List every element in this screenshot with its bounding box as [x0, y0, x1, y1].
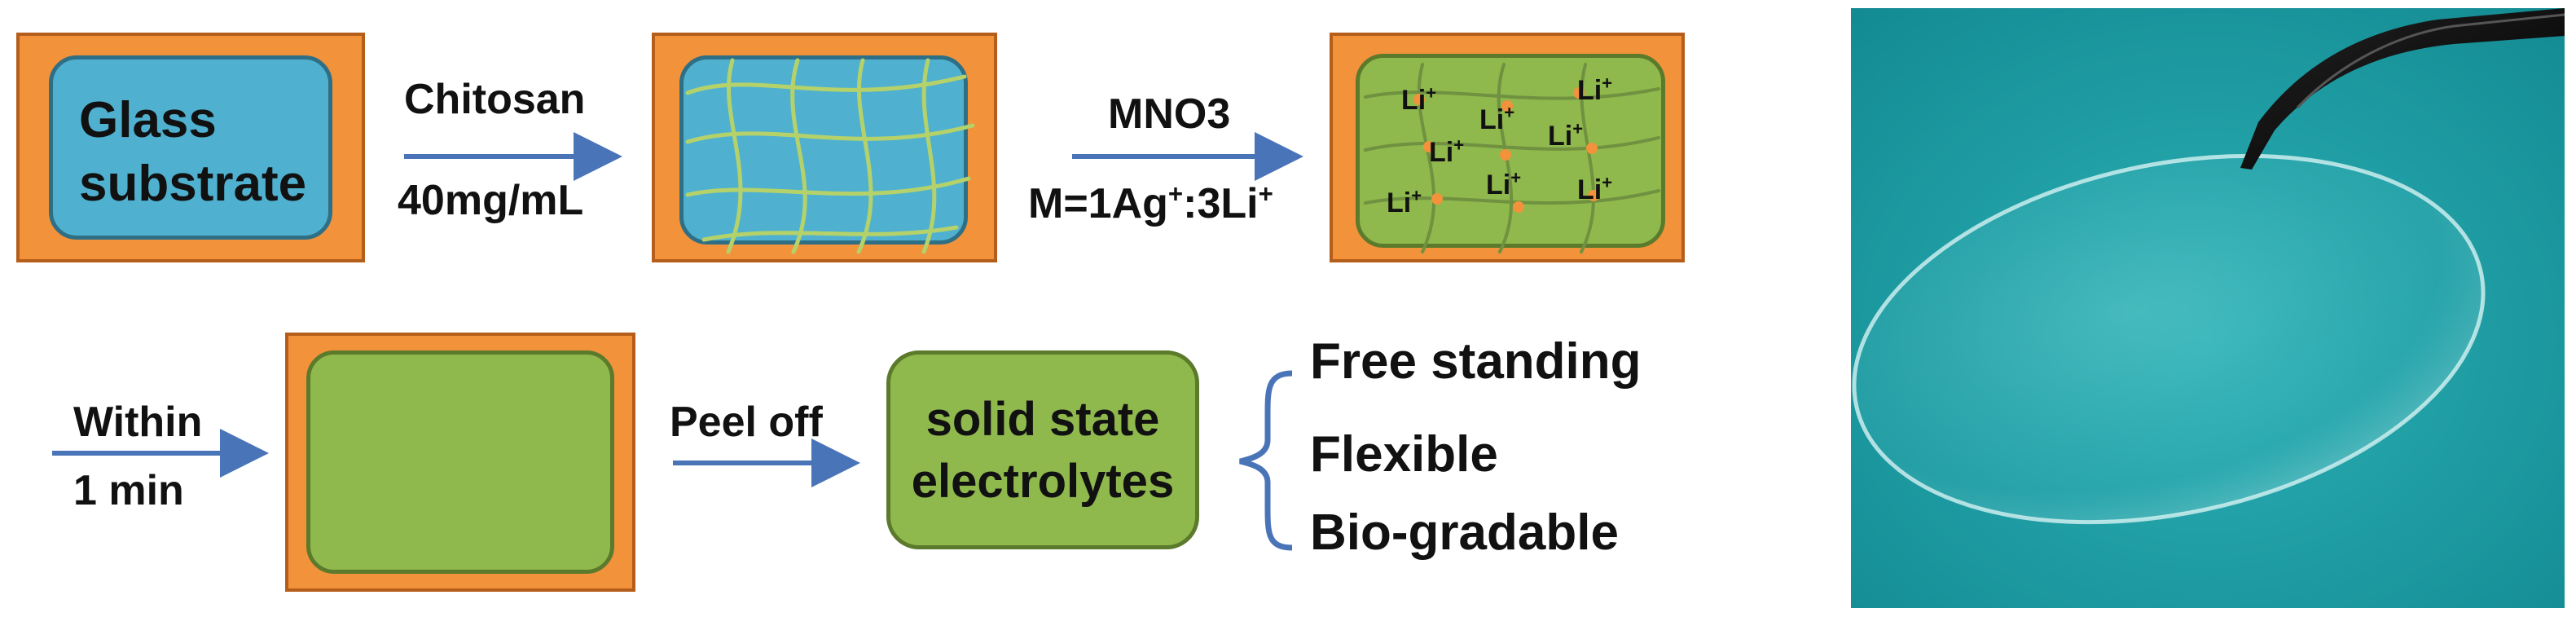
transparent-film — [1852, 153, 2486, 525]
li-ion-7: Li+ — [1387, 185, 1422, 218]
electrolyte-film-photo — [1851, 8, 2565, 608]
property-free-standing: Free standing — [1310, 333, 1642, 390]
glass-substrate-panel: Glass substrate — [49, 55, 332, 240]
concentration-label: 40mg/mL — [398, 177, 584, 224]
chitosan-coated-frame — [652, 33, 997, 262]
li-ion-5: Li+ — [1548, 118, 1584, 152]
glass-substrate-label: Glass substrate — [79, 89, 306, 216]
glass-substrate-frame: Glass substrate — [16, 33, 365, 262]
gelled-film-frame — [285, 333, 635, 592]
solid-electrolyte-line2: electrolytes — [911, 455, 1175, 508]
property-flexible: Flexible — [1310, 426, 1498, 483]
solid-electrolyte-label: solid state electrolytes — [890, 389, 1195, 513]
tweezers — [2240, 8, 2565, 170]
solid-electrolyte-line1: solid state — [925, 393, 1160, 446]
chitosan-fiber-network — [685, 58, 975, 254]
li-ion-3: Li+ — [1577, 73, 1613, 106]
peel-off-label: Peel off — [670, 399, 823, 446]
mno3-label: MNO3 — [1108, 90, 1231, 138]
chitosan-label: Chitosan — [404, 76, 586, 123]
property-bio-gradable: Bio-gradable — [1310, 505, 1619, 561]
li-ion-6: Li+ — [1486, 167, 1522, 201]
glass-substrate-label-line1: Glass — [79, 92, 217, 148]
li-ion-1: Li+ — [1401, 82, 1437, 116]
glass-substrate-label-line2: substrate — [79, 156, 307, 212]
ion-doped-frame: Li+ Li+ Li+ Li+ Li+ Li+ Li+ Li+ — [1330, 33, 1685, 262]
ratio-label: M=1Ag+:3Li+ — [1028, 179, 1273, 227]
time-label: 1 min — [73, 467, 184, 514]
gelled-film-panel — [306, 350, 614, 574]
property-brace — [1239, 370, 1293, 551]
solid-electrolyte-box: solid state electrolytes — [886, 350, 1199, 549]
photo-illustration — [1851, 8, 2565, 608]
ion-doped-fiber-network — [1364, 63, 1660, 253]
li-ion-2: Li+ — [1479, 102, 1515, 135]
li-ion-8: Li+ — [1577, 172, 1613, 205]
li-ion-4: Li+ — [1429, 134, 1465, 168]
within-label: Within — [73, 399, 203, 446]
